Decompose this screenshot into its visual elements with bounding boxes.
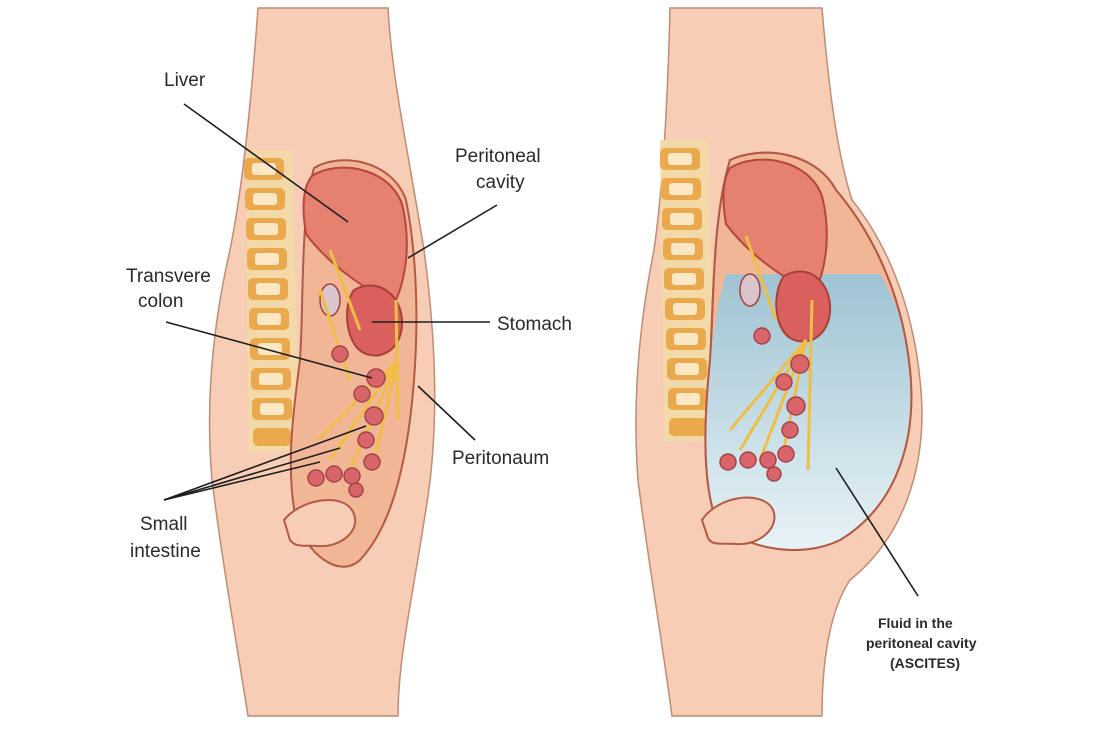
labels: Liver Peritoneal cavity Transvere colon … (126, 70, 977, 671)
leader-liver (183, 103, 349, 223)
leader-fluid (835, 467, 919, 597)
leader-transverse-colon (165, 321, 373, 379)
right-small-intestine (719, 327, 810, 482)
label-small-intestine-line2: intestine (130, 541, 201, 562)
right-stomach (775, 270, 832, 343)
leader-small-intestine-2 (163, 447, 341, 501)
leader-peritoneum (417, 385, 476, 441)
label-fluid-line2: peritoneal cavity (866, 635, 977, 651)
label-small-intestine-line1: Small (140, 514, 188, 535)
right-pelvis-curve (700, 496, 776, 546)
label-peritoneal-cavity-line2: cavity (476, 172, 525, 193)
label-fluid-line3: (ASCITES) (890, 655, 960, 671)
label-stomach: Stomach (497, 314, 572, 335)
leader-lines (163, 103, 919, 597)
label-transverse-colon-line2: colon (138, 291, 183, 312)
ascites-abdomen-figure (635, 7, 923, 717)
label-transverse-colon-line1: Transvere (126, 266, 211, 287)
normal-abdomen-figure (208, 7, 436, 717)
label-peritoneum: Peritonaum (452, 448, 549, 469)
label-peritoneal-cavity-line1: Peritoneal (455, 146, 541, 167)
leader-small-intestine-3 (163, 461, 321, 501)
leader-small-intestine-1 (163, 425, 367, 501)
leader-peritoneal-cavity (407, 204, 498, 259)
left-liver (302, 166, 408, 302)
right-spine (660, 140, 716, 442)
left-mesentery (316, 249, 400, 471)
left-stomach (346, 284, 404, 357)
left-spine (244, 150, 300, 452)
right-gallbladder (739, 273, 761, 307)
label-fluid-line1: Fluid in the (878, 615, 953, 631)
left-small-intestine (307, 345, 386, 498)
left-pelvis-curve (282, 498, 357, 548)
label-liver: Liver (164, 70, 206, 91)
